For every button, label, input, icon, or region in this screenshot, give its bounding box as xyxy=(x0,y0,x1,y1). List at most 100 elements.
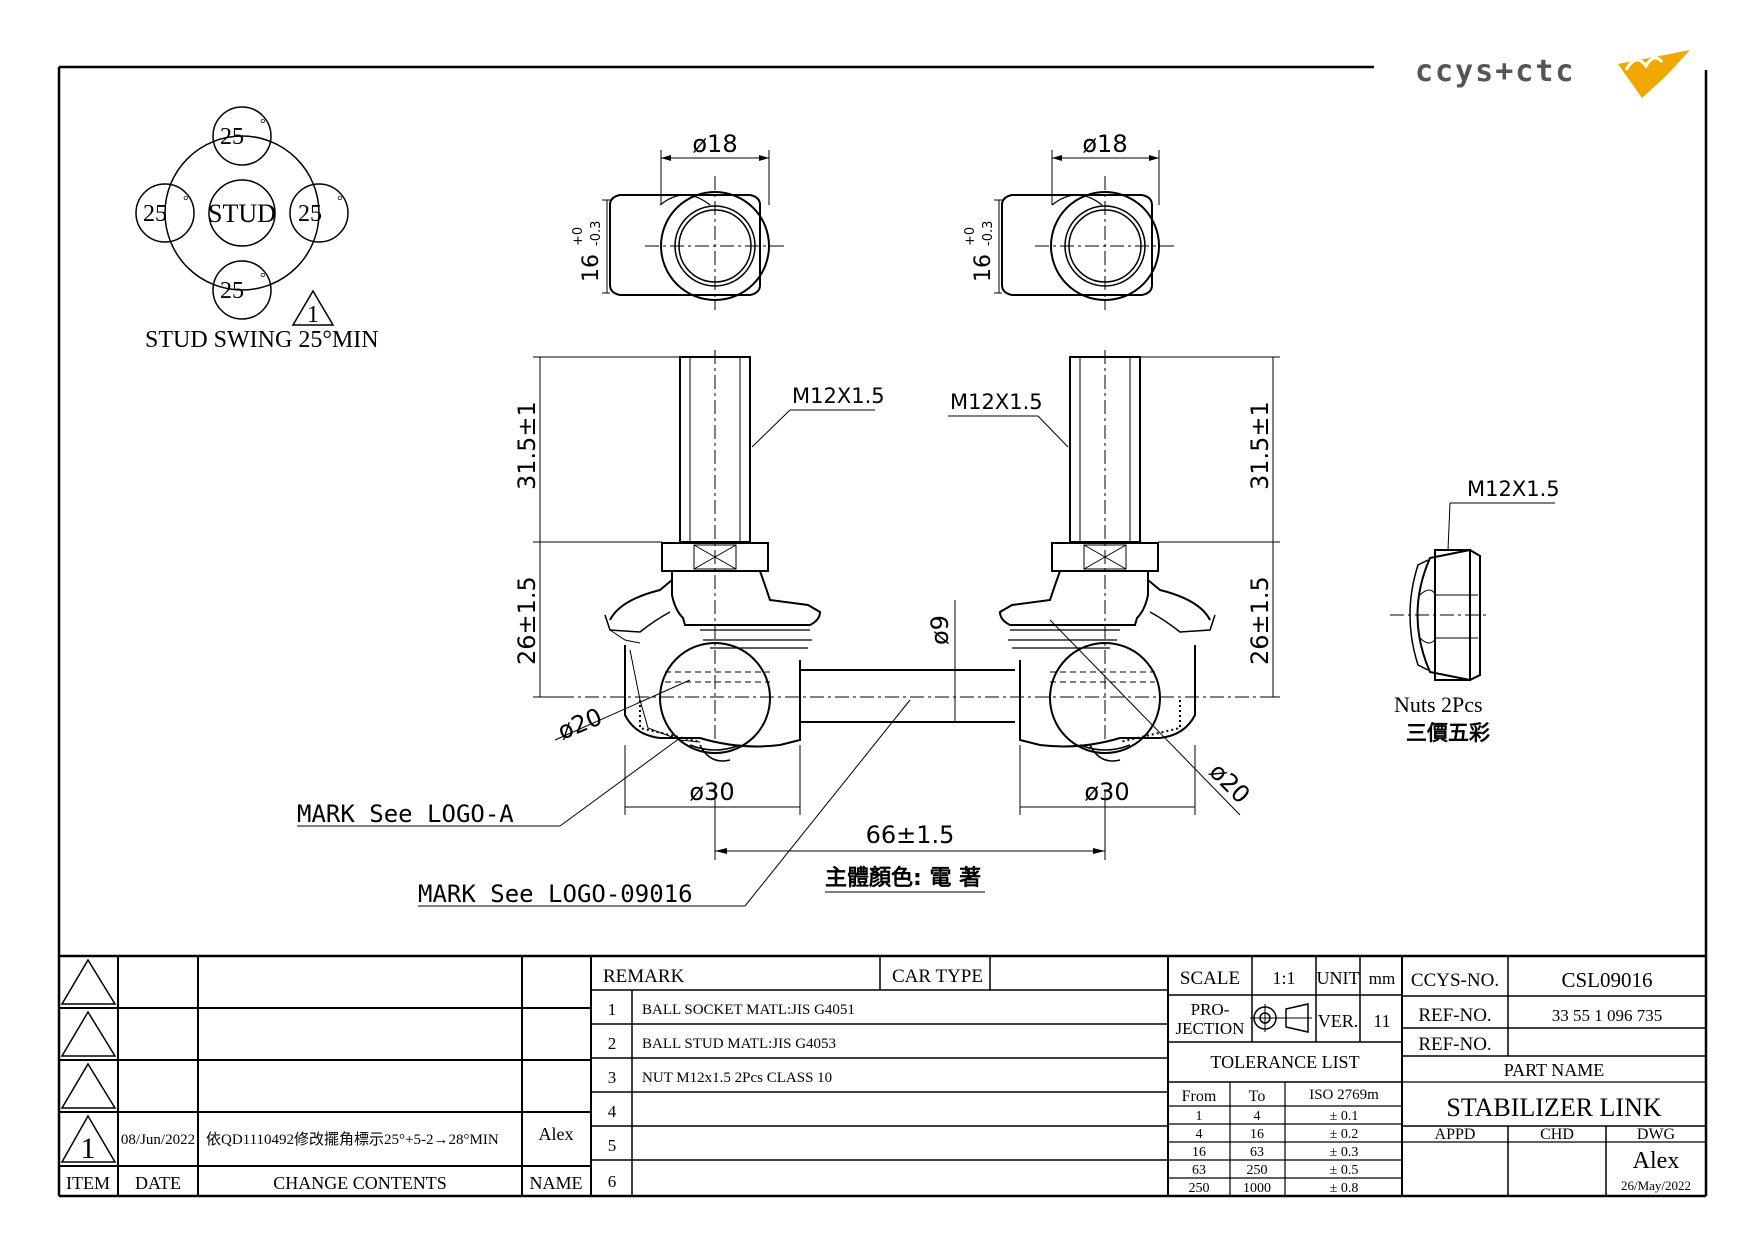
drawer-name: Alex xyxy=(1633,1148,1680,1174)
stud-swing-diagram: STUD 25 25 25 25 ° ° ° ° 1 STUD SWING 25… xyxy=(135,106,379,353)
dwg-label: DWG xyxy=(1637,1126,1676,1143)
tol-r2-to: 16 xyxy=(1250,1127,1264,1142)
tol-r3-from: 16 xyxy=(1192,1145,1206,1160)
degree-mark-top: ° xyxy=(260,117,266,132)
left-stud-length: 31.5±1 xyxy=(513,401,541,490)
ccys-no-label: CCYS-NO. xyxy=(1411,970,1499,991)
ccys-no-value: CSL09016 xyxy=(1561,968,1652,992)
chd-label: CHD xyxy=(1540,1126,1574,1143)
left-ball-dia: ø20 xyxy=(554,703,606,746)
appd-label: APPD xyxy=(1435,1126,1476,1143)
degree-mark-right: ° xyxy=(337,194,343,209)
projection-label-1: PRO- xyxy=(1191,1000,1230,1019)
title-block: 1 08/Jun/2022 依QD1110492修改擺角標示25°+5-2→28… xyxy=(59,954,1706,1196)
tolerance-title: TOLERANCE LIST xyxy=(1210,1052,1359,1072)
remark-text-2: BALL STUD MATL:JIS G4053 xyxy=(642,1036,836,1052)
revision-mark: 1 xyxy=(307,302,319,328)
rev-header-change: CHANGE CONTENTS xyxy=(273,1173,447,1193)
left-hex-tol-dn: -0.3 xyxy=(589,221,604,246)
rev-item-4: 1 xyxy=(81,1132,96,1165)
part-name-label: PART NAME xyxy=(1504,1060,1604,1080)
remark-header: REMARK xyxy=(603,966,685,987)
right-top-view: ø18 16 +0 -0.3 xyxy=(963,130,1175,310)
tol-r1-from: 1 xyxy=(1196,1109,1203,1124)
ref-no-value: 33 55 1 096 735 xyxy=(1552,1006,1663,1025)
tol-header-iso: ISO 2769m xyxy=(1309,1087,1379,1103)
spec-block: SCALE 1:1 UNIT mm PRO- JECTION VER. 11 T… xyxy=(1167,956,1402,1196)
body-color-note: 主體顏色: 電 著 xyxy=(825,865,981,891)
swing-angle-right: 25 xyxy=(298,201,322,227)
rev-date-4: 08/Jun/2022 xyxy=(121,1132,195,1148)
left-body-height: 26±1.5 xyxy=(513,576,541,665)
title-info-block: CCYS-NO. CSL09016 REF-NO. 33 55 1 096 73… xyxy=(1401,956,1706,1196)
left-top-view: ø18 16 +0 -0.3 xyxy=(571,130,785,310)
left-top-dia: ø18 xyxy=(692,130,737,158)
tol-header-to: To xyxy=(1249,1088,1266,1105)
remark-no-3: 3 xyxy=(608,1068,617,1087)
tol-r4-from: 63 xyxy=(1192,1163,1206,1178)
projection-icon xyxy=(1250,1003,1312,1033)
left-housing-dia: ø30 xyxy=(689,778,734,806)
nuts-color-note: 三價五彩 xyxy=(1406,721,1490,745)
rod-diameter: ø9 xyxy=(926,615,954,645)
tol-r3-to: 63 xyxy=(1250,1145,1264,1160)
remark-no-5: 5 xyxy=(608,1136,617,1155)
tol-r5-to: 1000 xyxy=(1243,1181,1271,1196)
car-type-label: CAR TYPE xyxy=(892,966,983,987)
rev-change-4: 依QD1110492修改擺角標示25°+5-2→28°MIN xyxy=(206,1131,499,1148)
left-hex-dim: 16 xyxy=(579,254,604,282)
right-thread-label: M12X1.5 xyxy=(950,390,1043,414)
ver-value: 11 xyxy=(1373,1011,1390,1031)
swing-caption: STUD SWING 25°MIN xyxy=(145,327,379,353)
tol-r2-val: ± 0.2 xyxy=(1330,1127,1359,1142)
remark-no-2: 2 xyxy=(608,1034,617,1053)
ref-no2-label: REF-NO. xyxy=(1418,1034,1491,1055)
right-hex-dim: 16 xyxy=(971,254,996,282)
revision-table: 1 08/Jun/2022 依QD1110492修改擺角標示25°+5-2→28… xyxy=(59,956,592,1196)
tol-r4-to: 250 xyxy=(1247,1163,1268,1178)
mark-logo-a: MARK See LOGO-A xyxy=(297,800,514,828)
nut-thread-label: M12X1.5 xyxy=(1467,477,1560,501)
tol-r5-from: 250 xyxy=(1189,1181,1210,1196)
right-hex-tol-up: +0 xyxy=(963,227,978,246)
nuts-note: Nuts 2Pcs xyxy=(1394,692,1483,717)
rev-header-date: DATE xyxy=(135,1173,181,1193)
right-ball-dia: ø20 xyxy=(1204,757,1256,809)
tol-r1-val: ± 0.1 xyxy=(1330,1109,1359,1124)
tol-r4-val: ± 0.5 xyxy=(1330,1163,1359,1178)
right-hex-tol-dn: -0.3 xyxy=(981,221,996,246)
tol-r3-val: ± 0.3 xyxy=(1330,1145,1359,1160)
tol-header-from: From xyxy=(1182,1088,1217,1105)
nut-view: M12X1.5 Nuts 2Pcs 三價五彩 xyxy=(1390,477,1560,745)
remark-text-3: NUT M12x1.5 2Pcs CLASS 10 xyxy=(642,1070,832,1086)
sheet-frame xyxy=(57,65,1708,1198)
unit-value: mm xyxy=(1369,969,1395,988)
degree-mark-left: ° xyxy=(183,194,189,209)
remark-no-4: 4 xyxy=(608,1102,617,1121)
logo-text: ccys+ctc xyxy=(1415,54,1576,89)
scale-value: 1:1 xyxy=(1272,968,1295,988)
rev-header-item: ITEM xyxy=(66,1173,110,1193)
swing-angle-top: 25 xyxy=(220,124,244,150)
main-front-view: 31.5±1 26±1.5 31.5±1 26±1.5 ø9 M12X1.5 M… xyxy=(297,350,1280,908)
right-housing-dia: ø30 xyxy=(1084,778,1129,806)
tol-r1-to: 4 xyxy=(1254,1109,1261,1124)
rev-header-name: NAME xyxy=(530,1173,583,1193)
remark-no-1: 1 xyxy=(608,1000,617,1019)
center-distance: 66±1.5 xyxy=(866,821,955,849)
scale-label: SCALE xyxy=(1180,968,1240,989)
remarks-table: REMARK CAR TYPE 1 2 3 4 5 6 BALL SOCKET … xyxy=(591,956,1168,1196)
mark-logo-09016: MARK See LOGO-09016 xyxy=(418,880,693,908)
left-thread-label: M12X1.5 xyxy=(792,384,885,408)
ver-label: VER. xyxy=(1318,1011,1359,1031)
company-logo: ccys+ctc xyxy=(1415,50,1690,98)
left-hex-tol-up: +0 xyxy=(571,227,586,246)
ref-no-label: REF-NO. xyxy=(1418,1005,1491,1026)
unit-label: UNIT xyxy=(1317,968,1360,988)
projection-label-2: JECTION xyxy=(1176,1019,1245,1038)
swing-angle-left: 25 xyxy=(143,201,167,227)
drawn-date: 26/May/2022 xyxy=(1621,1178,1691,1193)
right-stud-length: 31.5±1 xyxy=(1246,401,1274,490)
remark-no-6: 6 xyxy=(608,1172,617,1191)
